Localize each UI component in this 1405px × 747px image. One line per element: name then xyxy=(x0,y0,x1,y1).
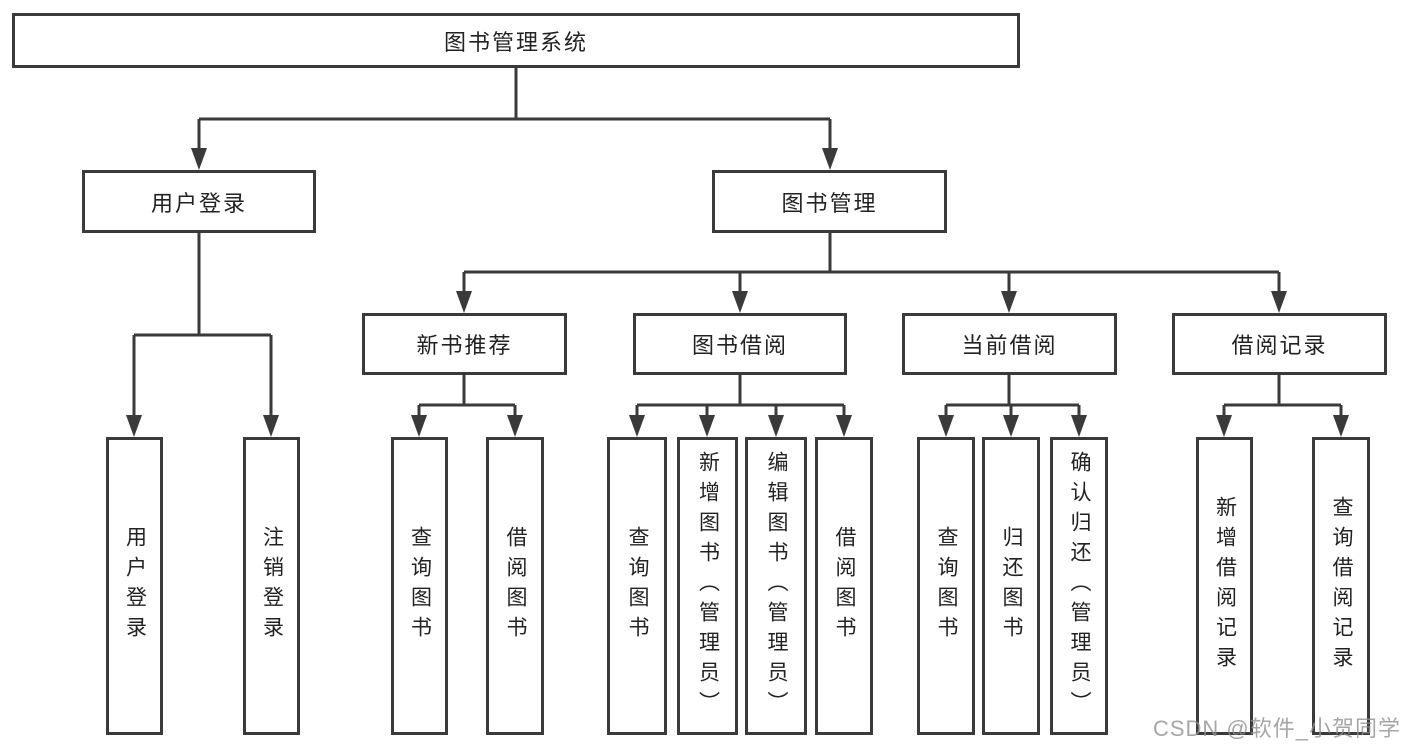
leaf-logout: 注销登录 xyxy=(243,437,300,735)
node-current-borrowing: 当前借阅 xyxy=(902,313,1117,375)
leaf-user-login: 用户登录 xyxy=(106,437,163,735)
leaf-borrow-books-2: 借阅图书 xyxy=(815,437,873,735)
node-book-management: 图书管理 xyxy=(712,170,947,233)
leaf-query-books-1: 查询图书 xyxy=(391,437,448,735)
leaf-edit-book-admin: 编辑图书（管理员） xyxy=(745,437,807,735)
node-book-borrowing: 图书借阅 xyxy=(633,313,847,375)
leaf-confirm-return-admin: 确认归还（管理员） xyxy=(1050,437,1108,735)
leaf-query-borrow-record: 查询借阅记录 xyxy=(1312,437,1370,735)
node-book-management-system: 图书管理系统 xyxy=(12,13,1020,68)
leaf-query-books-2: 查询图书 xyxy=(607,437,667,735)
leaf-query-books-3: 查询图书 xyxy=(917,437,975,735)
node-user-login: 用户登录 xyxy=(82,170,316,233)
leaf-add-borrow-record: 新增借阅记录 xyxy=(1196,437,1253,735)
leaf-add-book-admin: 新增图书（管理员） xyxy=(677,437,738,735)
leaf-return-books: 归还图书 xyxy=(982,437,1040,735)
node-borrowing-records: 借阅记录 xyxy=(1172,313,1387,375)
node-new-book-recommend: 新书推荐 xyxy=(362,313,567,375)
csdn-watermark: CSDN @软件_小贺同学 xyxy=(1152,716,1401,741)
leaf-borrow-books-1: 借阅图书 xyxy=(486,437,544,735)
